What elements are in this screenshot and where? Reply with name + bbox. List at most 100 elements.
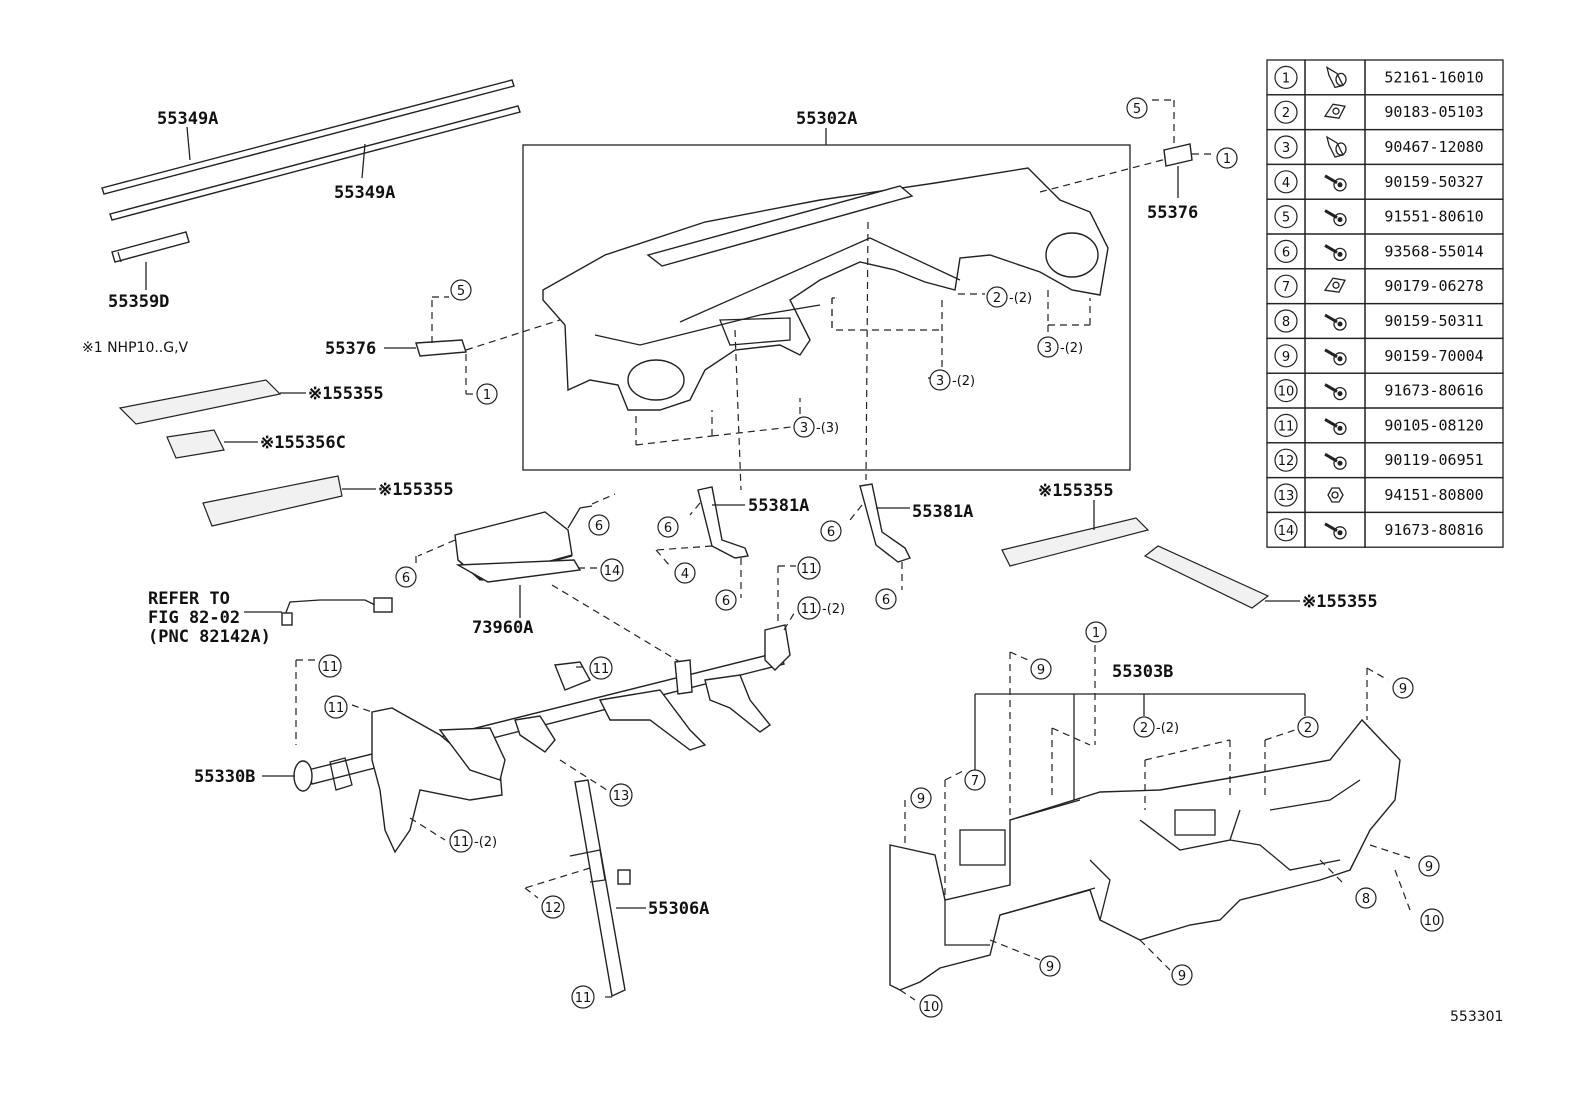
svg-text:11: 11 bbox=[801, 562, 818, 577]
callouts: 5 1 5 1 2-(2) 3-(2) 3-(2) 3-(3) 6 6 6 6 … bbox=[318, 97, 1444, 1018]
lower-brace bbox=[524, 779, 646, 998]
lower-panel-leaders bbox=[899, 645, 1411, 1001]
label-55355-left-lower: ※155355 bbox=[378, 480, 454, 500]
svg-text:-(2): -(2) bbox=[1009, 291, 1032, 306]
callout-13: 13 bbox=[609, 783, 633, 807]
label-55376-right: 55376 bbox=[1147, 203, 1198, 223]
nut-clip-icon bbox=[1323, 277, 1346, 293]
table-part-number: 90159-50311 bbox=[1384, 312, 1483, 330]
table-index-label: 7 bbox=[1282, 280, 1290, 295]
callout-1: 1 bbox=[1216, 147, 1238, 169]
callout-2-qty-2: 2-(2) bbox=[1133, 716, 1179, 738]
table-part-number: 90467-12080 bbox=[1384, 138, 1483, 156]
callout-11: 11 bbox=[324, 695, 348, 719]
table-part-number: 91551-80610 bbox=[1384, 208, 1483, 226]
moulding-strips bbox=[101, 79, 521, 290]
callout-11-qty-2: 11-(2) bbox=[797, 596, 845, 620]
callout-11: 11 bbox=[797, 556, 821, 580]
label-55302a: 55302A bbox=[796, 109, 857, 129]
table-part-number: 90159-50327 bbox=[1384, 173, 1483, 191]
table-index bbox=[1274, 274, 1298, 298]
harness bbox=[244, 597, 393, 626]
refer-line-3: (PNC 82142A) bbox=[148, 627, 271, 647]
svg-text:1: 1 bbox=[1223, 152, 1231, 167]
table-part-number: 93568-55014 bbox=[1384, 242, 1483, 260]
svg-text:9: 9 bbox=[1037, 663, 1045, 678]
clip-icon bbox=[1325, 66, 1347, 89]
table-index bbox=[1274, 413, 1298, 437]
clip-icon bbox=[1325, 135, 1347, 158]
svg-text:14: 14 bbox=[604, 564, 621, 579]
svg-text:-(2): -(2) bbox=[1156, 721, 1179, 736]
table-index-label: 3 bbox=[1282, 141, 1290, 156]
table-index-label: 11 bbox=[1278, 419, 1295, 434]
table-part-number: 90179-06278 bbox=[1384, 277, 1483, 295]
table-index bbox=[1274, 518, 1298, 542]
svg-text:-(3): -(3) bbox=[816, 421, 839, 436]
nut-clip-icon bbox=[1323, 103, 1346, 119]
table-index bbox=[1274, 309, 1298, 333]
svg-text:9: 9 bbox=[1399, 682, 1407, 697]
svg-text:7: 7 bbox=[971, 774, 979, 789]
callout-3-qty-3: 3-(3) bbox=[793, 416, 839, 438]
bolt-icon bbox=[1324, 418, 1347, 436]
table-row: 3 90467-12080 bbox=[1266, 128, 1504, 166]
table-index bbox=[1274, 205, 1298, 229]
callout-2-qty-2: 2-(2) bbox=[986, 286, 1032, 308]
pads-left bbox=[118, 379, 376, 527]
table-index-label: 4 bbox=[1282, 176, 1290, 191]
table-index-label: 10 bbox=[1278, 385, 1295, 400]
table-index bbox=[1274, 239, 1298, 263]
svg-text:6: 6 bbox=[402, 571, 410, 586]
bolt-icon bbox=[1324, 383, 1347, 401]
table-index-label: 13 bbox=[1278, 489, 1295, 504]
label-55355-right-upper: ※155355 bbox=[1038, 481, 1114, 501]
svg-text:1: 1 bbox=[483, 388, 491, 403]
bolt-icon bbox=[1324, 452, 1347, 470]
callout-2: 2 bbox=[1297, 716, 1319, 738]
table-part-number: 52161-16010 bbox=[1384, 68, 1483, 86]
table-index bbox=[1274, 100, 1298, 124]
table-part-number: 90183-05103 bbox=[1384, 103, 1483, 121]
instrument-panel bbox=[542, 167, 1109, 411]
callout-9: 9 bbox=[1039, 955, 1061, 977]
bracket-right bbox=[1152, 99, 1215, 198]
pads-right bbox=[1001, 500, 1300, 609]
svg-text:6: 6 bbox=[595, 519, 603, 534]
callout-6: 6 bbox=[395, 566, 417, 588]
label-73960a: 73960A bbox=[472, 618, 533, 638]
callout-11: 11 bbox=[589, 656, 613, 680]
svg-text:-(2): -(2) bbox=[1060, 341, 1083, 356]
callout-1: 1 bbox=[1085, 621, 1107, 643]
svg-text:5: 5 bbox=[457, 284, 465, 299]
callout-8: 8 bbox=[1355, 887, 1377, 909]
screw-icon bbox=[1324, 313, 1347, 331]
table-index-label: 8 bbox=[1282, 315, 1290, 330]
callout-10: 10 bbox=[1420, 908, 1444, 932]
label-55355-left-upper: ※155355 bbox=[308, 384, 384, 404]
svg-text:11: 11 bbox=[593, 662, 610, 677]
svg-text:5: 5 bbox=[1133, 102, 1141, 117]
callout-6: 6 bbox=[875, 588, 897, 610]
svg-text:4: 4 bbox=[681, 567, 689, 582]
callout-5: 5 bbox=[450, 279, 472, 301]
callout-7: 7 bbox=[964, 769, 986, 791]
table-index-label: 6 bbox=[1282, 245, 1290, 260]
svg-text:9: 9 bbox=[1425, 860, 1433, 875]
callout-11: 11 bbox=[318, 654, 342, 678]
callout-12: 12 bbox=[541, 895, 565, 919]
table-index-label: 12 bbox=[1278, 454, 1295, 469]
table-index bbox=[1274, 65, 1298, 90]
callout-9: 9 bbox=[1418, 855, 1440, 877]
label-55355-right-lower: ※155355 bbox=[1302, 592, 1378, 612]
table-index bbox=[1274, 344, 1298, 368]
